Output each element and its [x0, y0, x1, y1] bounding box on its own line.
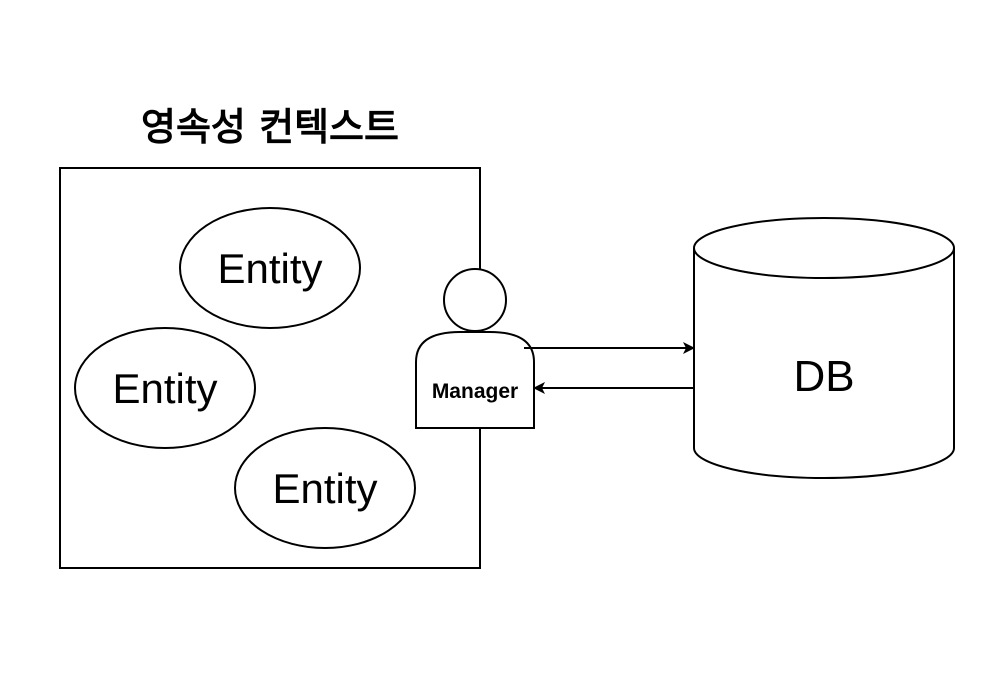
entity-node: Entity	[74, 327, 256, 449]
cylinder-icon	[693, 217, 955, 479]
entity-ellipse	[179, 207, 361, 329]
diagram-title: 영속성 컨텍스트	[141, 105, 399, 149]
manager-node: Manager	[415, 268, 535, 429]
person-icon	[415, 268, 535, 429]
entity-node: Entity	[179, 207, 361, 329]
entity-label: Entity	[217, 245, 322, 292]
entity-ellipse	[234, 427, 416, 549]
manager-label: Manager	[432, 380, 518, 403]
database-node: DB	[693, 217, 955, 479]
database-label: DB	[793, 352, 854, 401]
entity-node: Entity	[234, 427, 416, 549]
entity-label: Entity	[272, 465, 377, 512]
entity-label: Entity	[112, 365, 217, 412]
entity-ellipse	[74, 327, 256, 449]
